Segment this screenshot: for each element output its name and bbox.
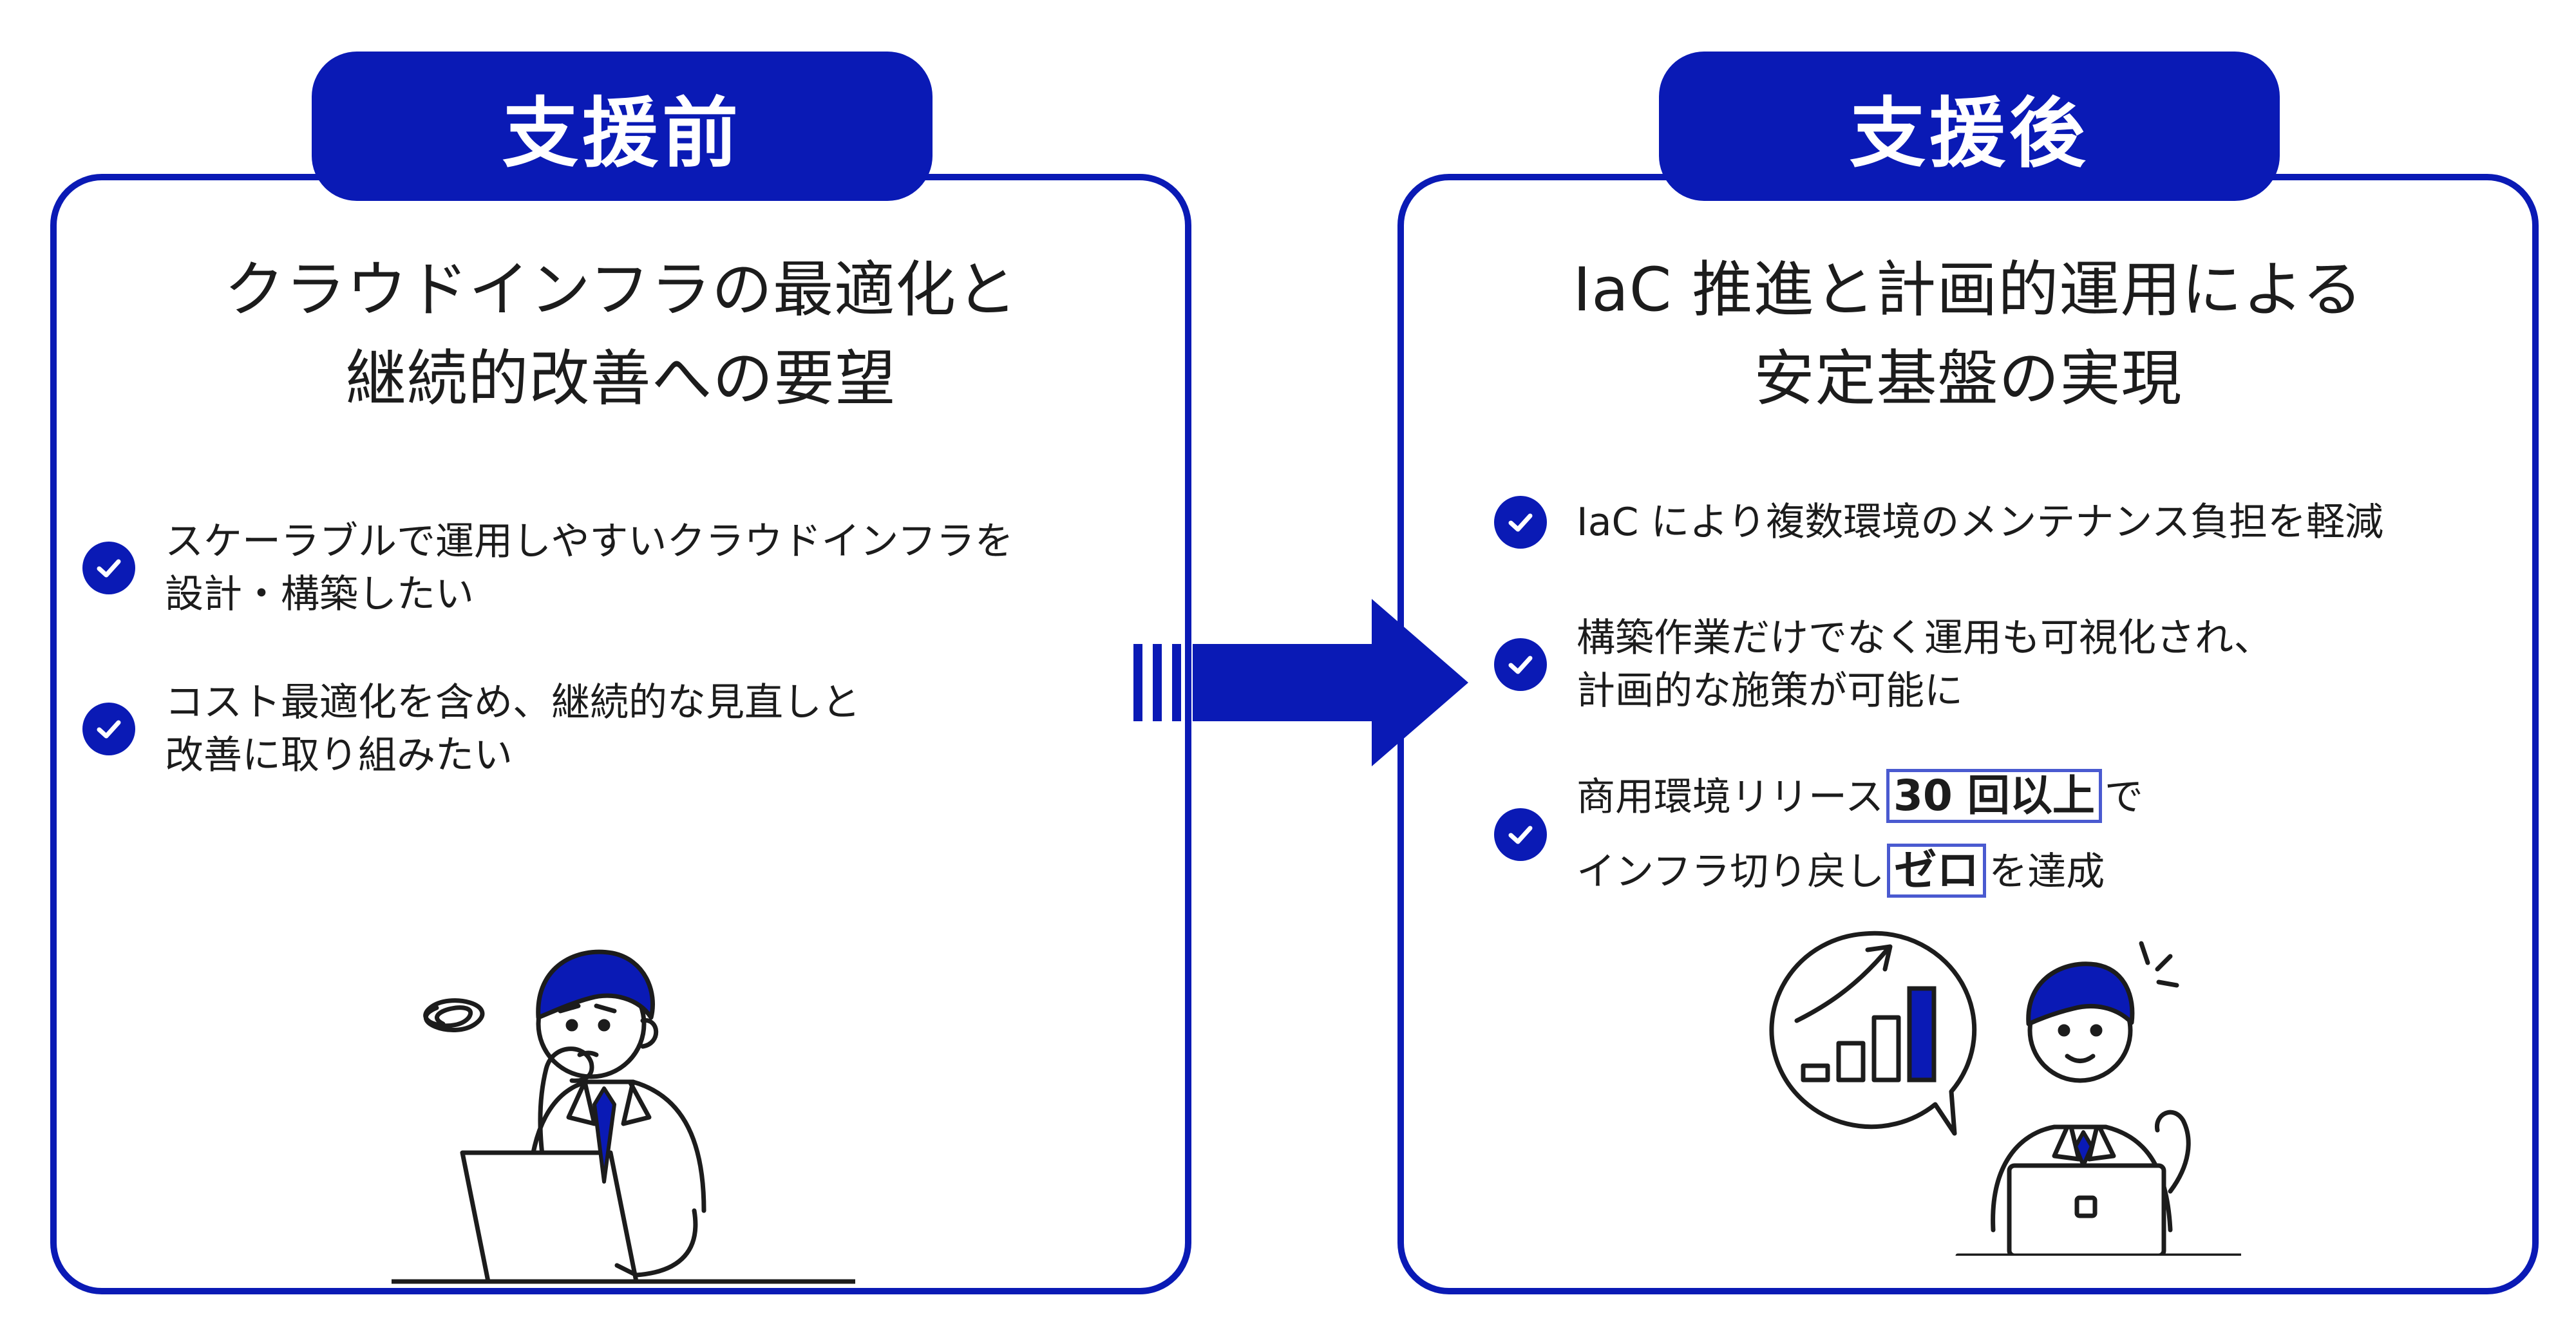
- before-item-2-line1: コスト最適化を含め、継続的な見直しと: [165, 680, 860, 725]
- before-item-2-line2: 改善に取り組みたい: [165, 733, 513, 778]
- before-item-1-line1: スケーラブルで運用しやすいクラウドインフラを: [165, 519, 1014, 564]
- after-item-2-line1: 構築作業だけでなく運用も可視化され、: [1577, 616, 2273, 661]
- after-item-1-line1: IaC により複数環境のメンテナンス負担を軽減: [1577, 500, 2384, 545]
- after-item-3-line2: インフラ切り戻しゼロを達成: [1577, 835, 2143, 909]
- panel-before: クラウドインフラの最適化と 継続的改善への要望 スケーラブルで運用しやすいクラウ…: [50, 174, 1191, 1294]
- arrow-right-icon: [1133, 599, 1468, 766]
- before-item-2: コスト最適化を含め、継続的な見直しと 改善に取り組みたい: [82, 676, 860, 782]
- highlight-zero: ゼロ: [1887, 844, 1987, 898]
- check-circle-icon: [82, 703, 135, 755]
- panel-after: IaC 推進と計画的運用による 安定基盤の実現 IaC により複数環境のメンテナ…: [1397, 174, 2539, 1294]
- after-title: IaC 推進と計画的運用による 安定基盤の実現: [1573, 255, 2363, 414]
- after-item-2: 構築作業だけでなく運用も可視化され、 計画的な施策が可能に: [1494, 612, 2273, 717]
- happy-man-chart-illustration: [1769, 931, 2241, 1256]
- check-circle-icon: [1494, 496, 1547, 549]
- check-circle-icon: [1494, 808, 1547, 861]
- check-circle-icon: [1494, 638, 1547, 691]
- before-item-1-line2: 設計・構築したい: [165, 572, 474, 617]
- highlight-release-count: 30 回以上: [1886, 769, 2102, 823]
- check-circle-icon: [82, 542, 135, 594]
- header-before: 支援前: [312, 52, 933, 201]
- before-title: クラウドインフラの最適化と 継続的改善への要望: [223, 255, 1018, 414]
- header-after: 支援後: [1659, 52, 2280, 201]
- worried-man-laptop-illustration: [392, 949, 855, 1284]
- after-item-1: IaC により複数環境のメンテナンス負担を軽減: [1494, 496, 2383, 549]
- after-item-2-line2: 計画的な施策が可能に: [1577, 668, 1963, 714]
- before-item-1: スケーラブルで運用しやすいクラウドインフラを 設計・構築したい: [82, 515, 1014, 621]
